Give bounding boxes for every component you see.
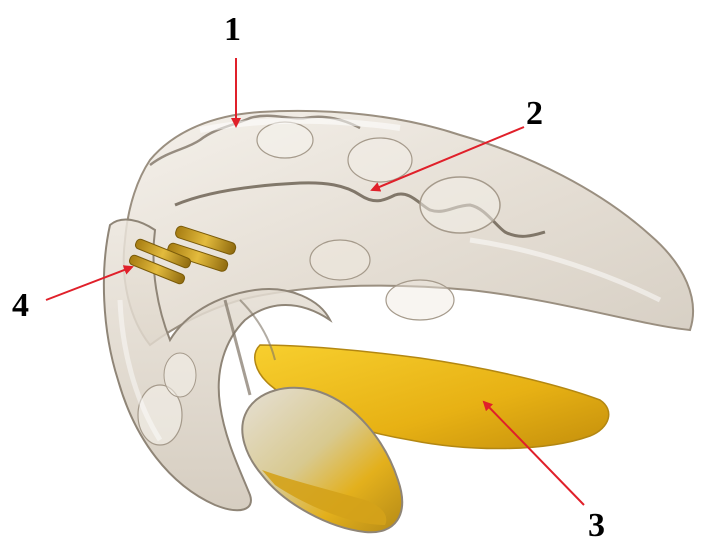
callout-label-2: 2 [526, 95, 543, 132]
callout-label-1: 1 [224, 11, 241, 48]
callout-label-4: 4 [12, 287, 29, 324]
tooth-cup [257, 122, 313, 158]
tooth-cup [348, 138, 412, 182]
tooth-cup [164, 353, 196, 397]
tooth-cup [420, 177, 500, 233]
tooth-cup [386, 280, 454, 320]
tooth-cup [310, 240, 370, 280]
callout-label-3: 3 [588, 507, 605, 544]
